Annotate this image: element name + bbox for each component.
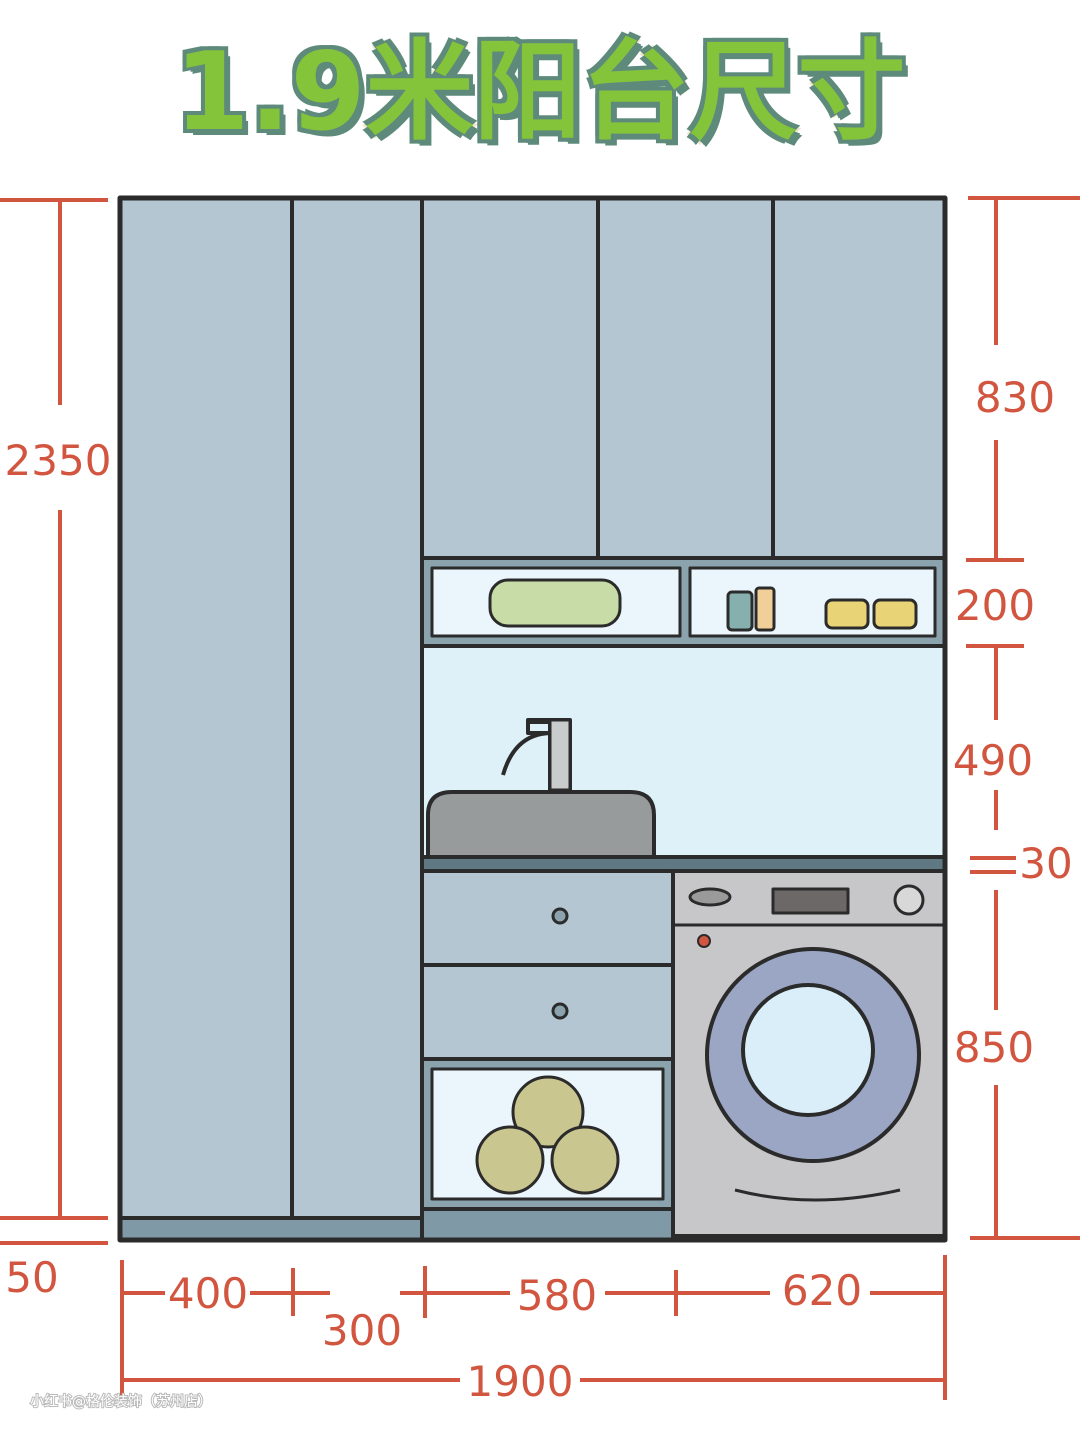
watermark: 小红书@格伦装饰（苏州店） — [30, 1394, 212, 1410]
dim-backsplash: 490 — [953, 736, 1033, 785]
rolled-towels-icon — [475, 1075, 620, 1195]
upper-cabinet-2 — [596, 196, 775, 560]
drawer-2 — [420, 963, 675, 1061]
dim-tall-cabinet-2: 300 — [322, 1306, 402, 1355]
washer-display — [771, 887, 850, 915]
sink-basin — [426, 790, 656, 859]
dim-washer-area: 850 — [954, 1023, 1034, 1072]
tube-icon — [754, 586, 776, 632]
dim-upper-cabinet: 830 — [975, 373, 1055, 422]
cabinet-frame — [117, 195, 948, 1243]
jar-icon — [824, 598, 870, 630]
dim-sink-cabinet: 580 — [517, 1271, 597, 1320]
dim-plinth-height: 50 — [5, 1253, 58, 1302]
drawer-knob-icon — [551, 1002, 569, 1020]
sink-cabinet-plinth — [420, 1207, 675, 1242]
title: 1.9米阳台尺寸 — [172, 28, 908, 158]
faucet-body — [548, 718, 572, 792]
dimension-lines — [0, 196, 1080, 1400]
upper-cabinet-1 — [420, 196, 600, 560]
dim-total-height: 2350 — [5, 436, 112, 485]
tall-cabinet-right — [290, 196, 424, 1220]
folded-towel-icon — [488, 578, 622, 628]
tall-cabinet-plinth — [118, 1216, 424, 1242]
upper-cabinet-3 — [771, 196, 947, 560]
dim-total-width: 1900 — [467, 1357, 574, 1406]
washer-window — [741, 983, 875, 1117]
dim-washer-width: 620 — [782, 1266, 862, 1315]
dim-tall-cabinet-1: 400 — [168, 1269, 248, 1318]
countertop — [420, 855, 947, 873]
soap-bottle-icon — [726, 590, 754, 632]
drawer-1 — [420, 869, 675, 967]
drawer-knob-icon — [551, 907, 569, 925]
tall-cabinet-left — [118, 196, 294, 1220]
jar-icon — [872, 598, 918, 630]
power-button-icon[interactable] — [697, 934, 711, 948]
dim-shelf: 200 — [955, 581, 1035, 630]
detergent-drawer-icon — [688, 887, 732, 907]
dim-countertop: 30 — [1019, 839, 1072, 888]
washer-dial-icon[interactable] — [893, 884, 925, 916]
